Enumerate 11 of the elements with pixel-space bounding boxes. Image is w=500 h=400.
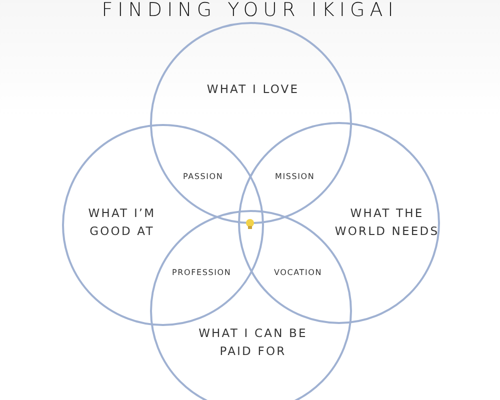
- venn-circle: [238, 122, 440, 324]
- title: FINDING YOUR IKIGAI: [100, 0, 400, 21]
- overlap-label: MISSION: [275, 172, 315, 181]
- overlap-label: VOCATION: [274, 268, 322, 277]
- circle-label: WHAT I’M GOOD AT: [87, 205, 157, 240]
- overlap-label: PROFESSION: [172, 268, 232, 277]
- circle-label: WHAT THE WORLD NEEDS: [334, 205, 440, 240]
- circle-label: WHAT I CAN BE PAID FOR: [198, 325, 308, 360]
- venn-circle: [62, 124, 264, 326]
- circle-label: WHAT I LOVE: [206, 81, 300, 98]
- overlap-label: PASSION: [183, 172, 224, 181]
